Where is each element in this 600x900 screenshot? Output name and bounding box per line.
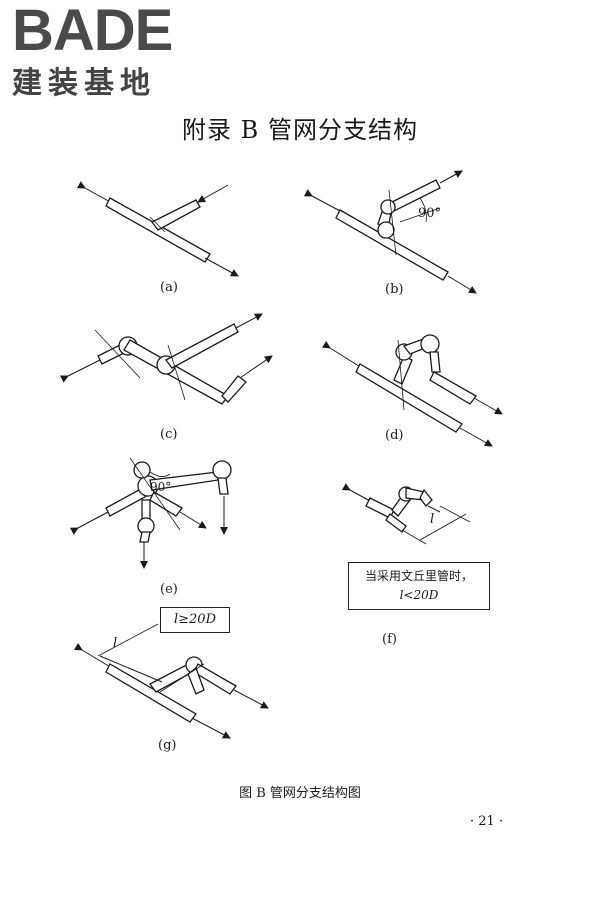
dimension-label-f: l xyxy=(430,512,435,527)
label-c: (c) xyxy=(160,427,178,442)
diagram-e xyxy=(69,457,232,569)
label-d: (d) xyxy=(385,428,404,443)
figure-caption: 图 B 管网分支结构图 xyxy=(239,786,361,801)
angle-label-e: 90° xyxy=(150,480,172,494)
diagram-g xyxy=(73,623,269,739)
logo-chinese-text: 建装基地 xyxy=(12,66,156,101)
label-b: (b) xyxy=(385,282,404,297)
diagram-b xyxy=(303,170,477,294)
diagram-f xyxy=(341,483,471,545)
logo-wordmark: BADE xyxy=(12,0,173,63)
dimension-label-g: l xyxy=(113,636,118,651)
label-f: (f) xyxy=(382,632,397,647)
label-e: (e) xyxy=(160,582,178,597)
page-title: 附录 B 管网分支结构 xyxy=(182,116,418,144)
page-number: · 21 · xyxy=(470,814,504,829)
diagram-c xyxy=(59,313,273,405)
label-g: (g) xyxy=(158,738,177,753)
label-a: (a) xyxy=(160,280,178,295)
venturi-note-line1: 当采用文丘里管时， xyxy=(364,569,473,583)
length-requirement-box: l≥20D xyxy=(160,607,230,633)
diagram-a xyxy=(76,181,239,277)
venturi-note-box: 当采用文丘里管时， l<20D xyxy=(348,562,490,610)
diagram-d xyxy=(321,334,503,447)
angle-label-b: 90° xyxy=(418,206,442,221)
venturi-note-line2: l<20D xyxy=(399,588,439,602)
